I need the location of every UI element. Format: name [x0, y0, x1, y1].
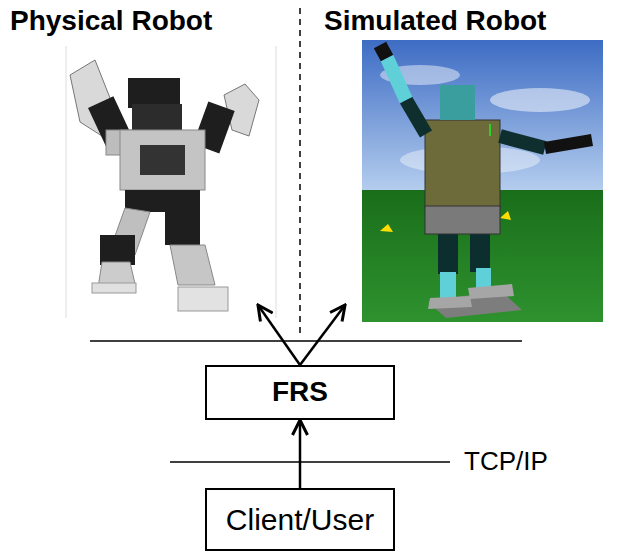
sim-torso [425, 120, 500, 208]
box-label: FRS [272, 377, 328, 408]
dashed-divider [299, 8, 301, 338]
panel-heading: Physical Robot [10, 6, 212, 37]
robot-neck [132, 104, 182, 132]
sim-arm [545, 140, 592, 148]
sim-arm [500, 136, 545, 148]
simulated-robot-render [362, 40, 603, 322]
platform-line [90, 340, 522, 342]
process-box: FRS [205, 365, 395, 420]
sim-head [440, 85, 475, 120]
field-marker [500, 211, 511, 220]
field-marker [380, 224, 393, 232]
robot-leg [170, 245, 215, 285]
box-label: Client/User [226, 503, 374, 536]
network-line [170, 461, 450, 463]
sim-hip [425, 206, 500, 234]
physical-robot-photo [66, 46, 276, 318]
process-box: Client/User [205, 488, 395, 551]
arrow-connector [299, 420, 302, 488]
sim-hand [380, 45, 387, 58]
image-panel: Simulated Robot [322, 4, 614, 305]
image-panel: Physical Robot [8, 4, 280, 305]
robot-foot [92, 283, 136, 293]
sim-foot [428, 296, 472, 309]
ground [362, 190, 603, 322]
panel-heading: Simulated Robot [324, 6, 546, 37]
arrow-connector [258, 305, 300, 365]
robot-servo [100, 235, 135, 265]
sim-leg [440, 272, 456, 300]
sim-indicator [489, 124, 491, 136]
sim-leg [470, 232, 490, 272]
sim-arm [406, 100, 426, 134]
robot-foot [178, 287, 228, 311]
arrow-connector [300, 305, 345, 365]
robot-servo [165, 210, 200, 245]
sim-arm [387, 58, 406, 100]
photo-edge [66, 46, 67, 318]
robot-torso [120, 130, 205, 190]
sim-leg [438, 232, 458, 274]
sim-foot [468, 284, 514, 299]
robot-hip [125, 190, 200, 212]
photo-edge [276, 46, 277, 318]
network-label: TCP/IP [462, 447, 550, 476]
robot-servo [140, 145, 185, 175]
cloud [490, 88, 590, 112]
robot-head [128, 78, 180, 108]
